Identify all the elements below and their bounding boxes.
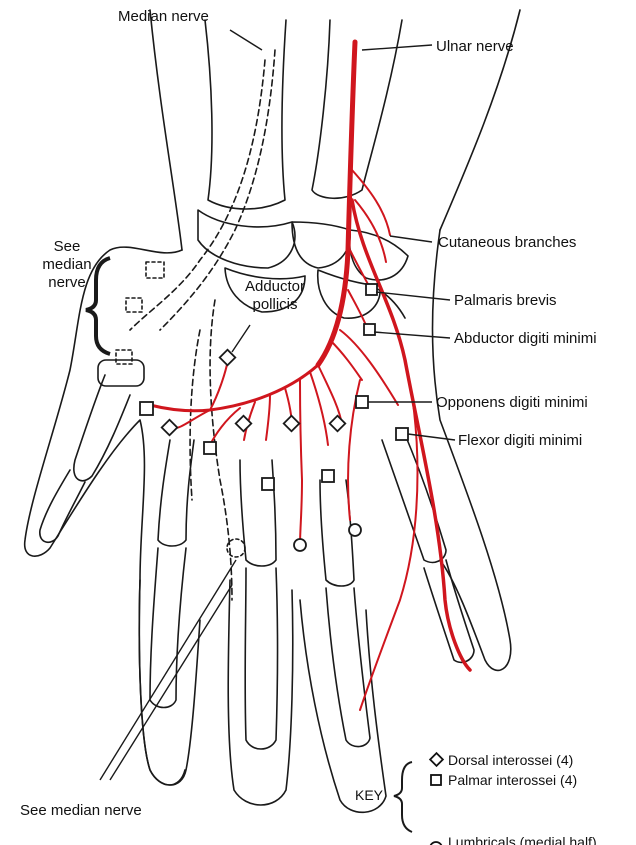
flexor-digiti-minimi-marker bbox=[396, 428, 408, 440]
leader-see-median-bottom-1 bbox=[100, 560, 236, 780]
lumbrical-marker bbox=[349, 524, 361, 536]
leader-see-median-bottom-2 bbox=[110, 585, 232, 780]
dorsal-interossei-marker bbox=[284, 416, 300, 432]
branch-to-adductor bbox=[210, 360, 228, 410]
dorsal-interossei-marker bbox=[330, 416, 346, 432]
key-item-dorsal-interossei: Dorsal interossei (4) bbox=[448, 751, 573, 769]
median-nerve-dashed bbox=[190, 330, 200, 500]
label-ulnar-nerve: Ulnar nerve bbox=[436, 38, 514, 56]
key-brace bbox=[394, 762, 412, 832]
label-adductor-pollicis: Adductor pollicis bbox=[235, 278, 315, 314]
carpal-bone bbox=[198, 210, 295, 268]
leader-flexor bbox=[408, 434, 455, 440]
dorsal-interossei-marker bbox=[220, 350, 236, 366]
ulnar-nerve-branch bbox=[360, 360, 418, 710]
label-median-nerve: Median nerve bbox=[118, 8, 209, 26]
ring-phalanges bbox=[326, 588, 370, 747]
label-opponens-digiti-minimi: Opponens digiti minimi bbox=[436, 394, 588, 412]
dashed-marker bbox=[146, 262, 164, 278]
ulnar-nerve-trunk bbox=[318, 42, 355, 365]
label-palmaris-brevis: Palmaris brevis bbox=[454, 292, 557, 310]
opponens-digiti-minimi-marker bbox=[356, 396, 368, 408]
carpal-bone bbox=[292, 222, 350, 268]
leader-adductor bbox=[232, 325, 250, 352]
label-abductor-digiti-minimi: Abductor digiti minimi bbox=[454, 330, 597, 348]
middle-phalanges bbox=[245, 568, 277, 749]
radius-bone bbox=[205, 20, 286, 209]
key-square-icon bbox=[431, 775, 441, 785]
leader-abductor bbox=[374, 332, 450, 338]
thumb-phalanx bbox=[40, 470, 85, 542]
dorsal-interossei-marker bbox=[162, 420, 178, 436]
key-diamond-icon bbox=[430, 753, 443, 766]
palmar-interossei-marker bbox=[204, 442, 216, 454]
key-item-palmar-interossei: Palmar interossei (4) bbox=[448, 771, 577, 789]
thumb-metacarpal bbox=[74, 375, 130, 481]
index-phalanges bbox=[150, 548, 186, 708]
palmar-interossei-marker bbox=[262, 478, 274, 490]
index-metacarpal bbox=[158, 440, 194, 546]
key-title: KEY bbox=[355, 786, 383, 804]
hand-outline-thumb-side bbox=[25, 247, 185, 785]
leader-cutaneous bbox=[390, 236, 432, 242]
palmaris-brevis-marker bbox=[366, 284, 377, 295]
dashed-marker bbox=[126, 298, 142, 312]
finger-outline bbox=[300, 600, 386, 812]
branch bbox=[310, 372, 328, 445]
label-see-median-nerve: See median nerve bbox=[32, 238, 102, 292]
palmar-interossei-marker bbox=[322, 470, 334, 482]
deep-branch-arch bbox=[150, 365, 318, 411]
lumbrical-marker bbox=[294, 539, 306, 551]
little-metacarpal bbox=[382, 432, 446, 562]
branch-to-hypothenar bbox=[340, 330, 398, 405]
finger-outline bbox=[139, 580, 200, 785]
adductor-marker bbox=[140, 402, 153, 415]
label-see-median-nerve-bottom: See median nerve bbox=[20, 802, 142, 820]
forearm-outline-left bbox=[150, 10, 182, 250]
branch bbox=[266, 395, 270, 440]
leader-median-nerve bbox=[230, 30, 262, 50]
dashed-marker bbox=[116, 350, 132, 364]
key-item-lumbricals: Lumbricals (medial half) bbox=[448, 833, 597, 845]
label-flexor-digiti-minimi: Flexor digiti minimi bbox=[458, 432, 582, 450]
thumb-joint bbox=[98, 360, 144, 386]
label-cutaneous-branches: Cutaneous branches bbox=[438, 234, 576, 252]
abductor-digiti-minimi-marker bbox=[364, 324, 375, 335]
branch bbox=[300, 380, 302, 545]
finger-outline bbox=[228, 580, 293, 805]
